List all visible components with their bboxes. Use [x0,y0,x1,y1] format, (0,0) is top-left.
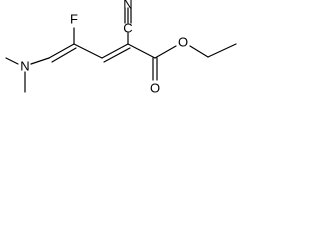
bond-c2-c3 [73,43,103,59]
bond-c4-c5 [127,43,156,59]
bond-nitrogen-c1 [30,57,50,65]
atom-label-ester-oxygen: O [178,34,188,49]
bond-c3-c4 [101,43,129,59]
atom-label-fluorine: F [70,11,78,26]
atom-label-carbonyl-oxygen: O [150,80,160,95]
bond-ch2-ch3 [207,43,237,58]
bond-c1-c2 [48,43,75,59]
atom-label-nitrogen-amine: N [20,58,29,73]
atom-label-nitrile-nitrogen: N [123,0,132,11]
bond-methyl1-nitrogen [5,57,19,65]
bond-c1-c2-second [51,47,77,63]
atom-label-nitrile-carbon: C [123,20,132,35]
bond-c3-c4-second [103,47,131,63]
chemical-structure-diagram: N F C N O O [5,0,237,95]
bond-c5-ester-oxygen [154,45,177,59]
structure-canvas: N F C N O O [0,0,243,123]
bond-ester-oxygen-ch2 [189,45,209,58]
